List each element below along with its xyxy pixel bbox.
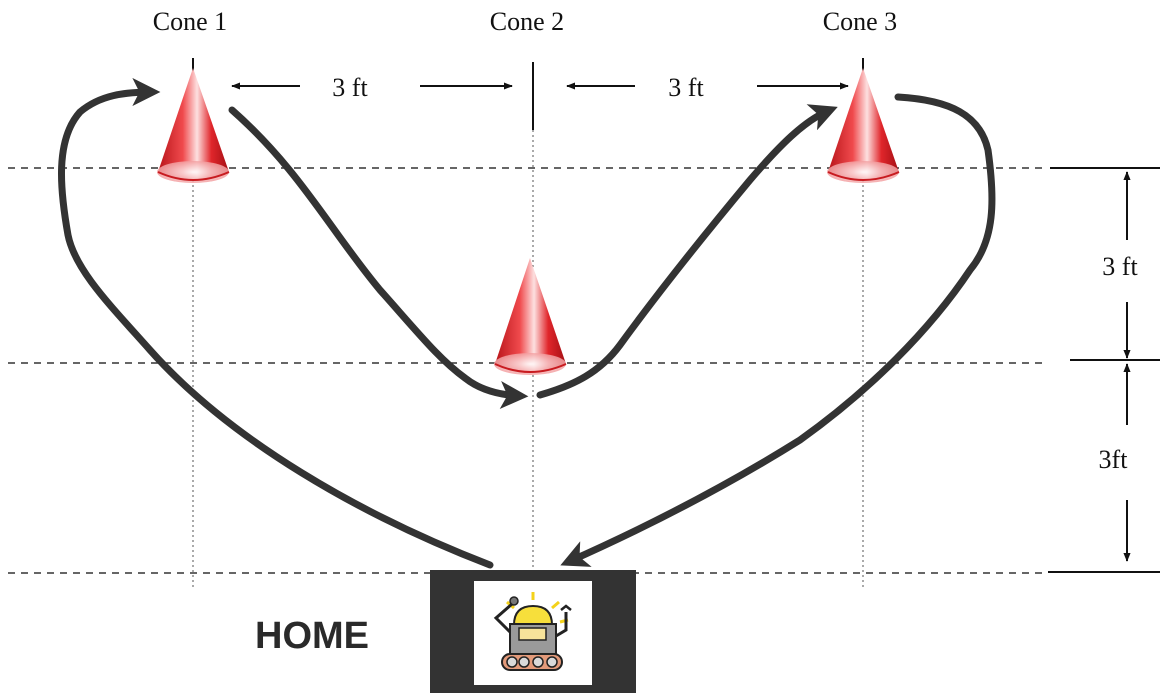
path-home-to-cone1 [58,78,494,569]
dim-vert-upper-label: 3 ft [1102,252,1138,281]
robot-icon [493,592,572,671]
cone3-icon [827,68,900,183]
dim-left-label: 3 ft [332,73,368,102]
cone2-label: Cone 2 [490,7,564,36]
path-cone1-to-cone2 [228,106,529,409]
cone1-icon [157,68,230,183]
home-label: HOME [255,615,369,657]
cone1-label: Cone 1 [153,7,227,36]
cone2-icon [494,258,567,375]
cone3-label: Cone 3 [823,7,897,36]
dim-vert-lower-label: 3ft [1099,445,1129,474]
path-cone2-to-cone3 [536,104,838,399]
dim-right-label: 3 ft [668,73,704,102]
path-cone3-to-home [560,93,996,567]
